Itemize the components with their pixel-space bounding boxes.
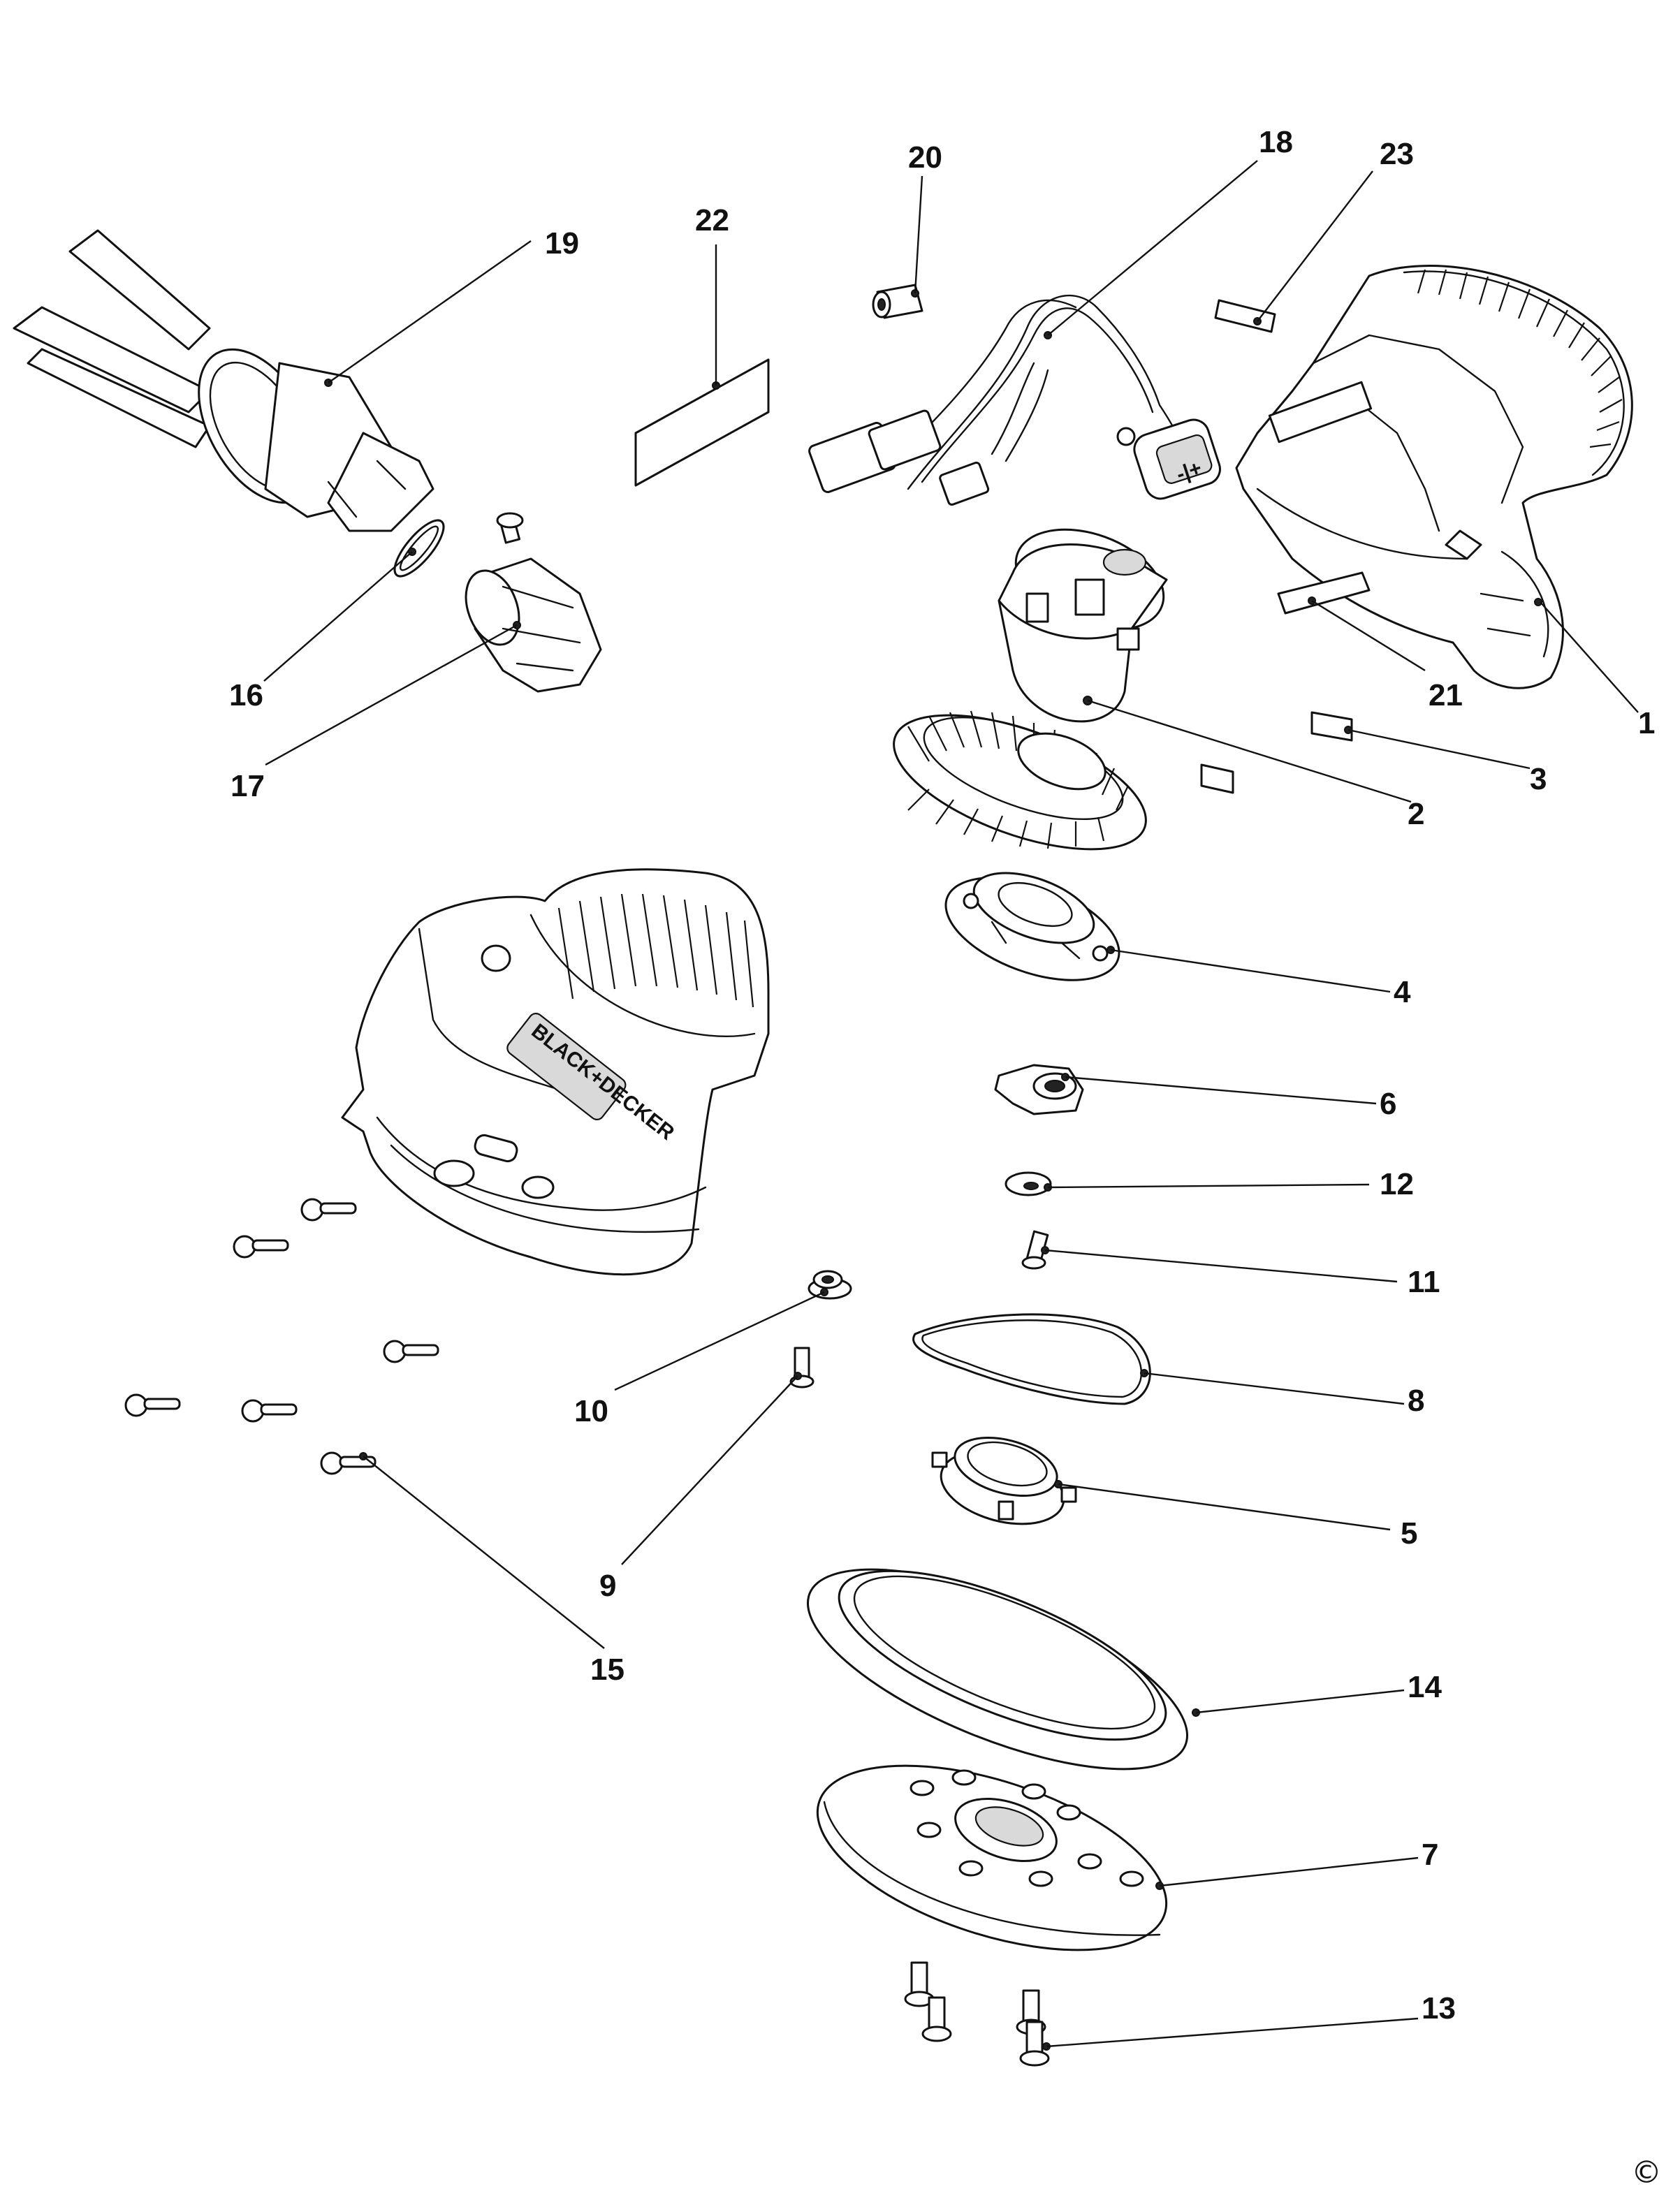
main-housing-body: BLACK+DECKER — [341, 868, 770, 1276]
part-13-pad-screws — [904, 1961, 1051, 2067]
part-12-washer — [1005, 1171, 1052, 1196]
part-17-dust-cap — [465, 512, 602, 693]
part-10-grommet — [808, 1270, 852, 1300]
callout-20: 20 — [908, 140, 942, 175]
callout-21: 21 — [1429, 678, 1463, 712]
callout-15: 15 — [590, 1653, 624, 1687]
part-1-housing-half — [1235, 265, 1633, 689]
part-7-sanding-pad — [816, 1764, 1168, 1951]
part-8-gasket — [912, 1313, 1151, 1405]
callout-16: 16 — [229, 678, 263, 712]
part-22-label — [634, 358, 770, 487]
callout-23: 23 — [1380, 137, 1414, 171]
copyright-symbol: © — [1631, 2155, 1662, 2190]
part-4-bearing-housing — [944, 872, 1120, 981]
callout-22: 22 — [695, 203, 729, 237]
callout-labels: 1 2 3 4 5 6 7 8 9 10 11 12 13 14 15 16 1… — [229, 125, 1655, 2025]
callout-3: 3 — [1530, 762, 1547, 796]
part-2-motor-fan — [893, 528, 1168, 851]
part-19-dust-tube — [13, 229, 434, 532]
part-9-screw — [789, 1347, 815, 1389]
callout-19: 19 — [545, 226, 579, 261]
callout-2: 2 — [1408, 797, 1424, 831]
part-20-sleeve — [872, 284, 923, 319]
part-6-counterweight — [994, 1064, 1084, 1115]
callout-8: 8 — [1408, 1384, 1424, 1418]
callout-11: 11 — [1408, 1265, 1440, 1299]
callout-9: 9 — [599, 1569, 616, 1603]
callout-18: 18 — [1259, 125, 1293, 159]
callout-6: 6 — [1380, 1087, 1396, 1121]
part-16-o-ring — [393, 519, 445, 578]
callout-7: 7 — [1422, 1838, 1438, 1872]
callout-14: 14 — [1408, 1670, 1442, 1704]
callout-10: 10 — [574, 1394, 608, 1428]
callout-13: 13 — [1422, 1991, 1456, 2025]
part-18-wiring-switch: -|+ — [808, 294, 1221, 506]
callout-17: 17 — [231, 769, 265, 803]
part-3-brush — [1200, 711, 1353, 794]
callout-1: 1 — [1638, 706, 1655, 740]
callout-12: 12 — [1380, 1167, 1414, 1201]
callout-5: 5 — [1401, 1516, 1417, 1551]
part-23-block — [1214, 299, 1276, 333]
leader-lines — [263, 160, 1639, 2048]
part-14-skirt-ring — [807, 1568, 1200, 1771]
callout-4: 4 — [1394, 975, 1411, 1009]
part-5-dust-ring — [931, 1436, 1077, 1525]
part-11-screw — [1021, 1230, 1049, 1270]
part-15-housing-screws — [124, 1198, 439, 1475]
